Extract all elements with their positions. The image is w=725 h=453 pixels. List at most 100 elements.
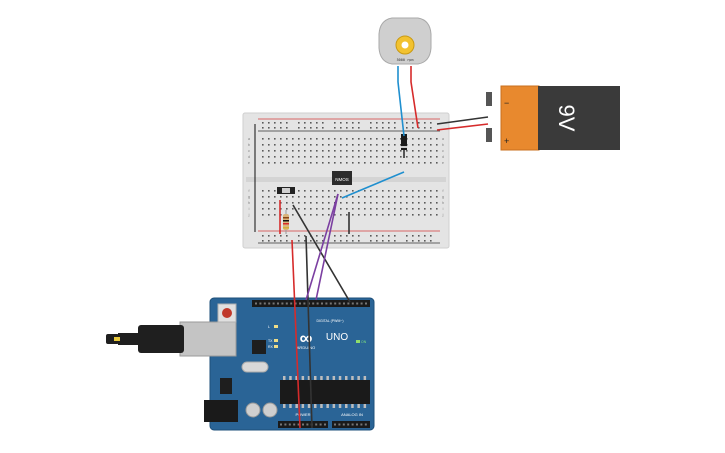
breadboard-hole[interactable] [262,208,264,210]
breadboard-hole[interactable] [370,240,372,242]
breadboard-hole[interactable] [274,144,276,146]
breadboard-hole[interactable] [418,202,420,204]
wire-motor-blue[interactable] [397,66,405,137]
breadboard-hole[interactable] [358,196,360,198]
breadboard-hole[interactable] [322,122,324,124]
breadboard-hole[interactable] [352,208,354,210]
breadboard-hole[interactable] [286,138,288,140]
breadboard-hole[interactable] [388,196,390,198]
breadboard-hole[interactable] [436,156,438,158]
header-pin[interactable] [288,423,291,426]
header-pin[interactable] [356,423,358,426]
breadboard-hole[interactable] [304,162,306,164]
breadboard-hole[interactable] [268,208,270,210]
breadboard-hole[interactable] [382,138,384,140]
breadboard-hole[interactable] [406,162,408,164]
breadboard-hole[interactable] [340,196,342,198]
breadboard-hole[interactable] [340,138,342,140]
wire-motor-red[interactable] [410,66,419,129]
header-pin[interactable] [280,423,282,426]
breadboard-hole[interactable] [400,202,402,204]
breadboard-hole[interactable] [298,240,300,242]
breadboard-hole[interactable] [358,138,360,140]
breadboard-hole[interactable] [304,214,306,216]
breadboard-hole[interactable] [376,150,378,152]
breadboard-hole[interactable] [286,235,288,237]
breadboard-hole[interactable] [310,122,312,124]
breadboard-hole[interactable] [310,196,312,198]
breadboard-hole[interactable] [364,156,366,158]
breadboard-hole[interactable] [388,150,390,152]
digital-header[interactable] [252,300,370,307]
breadboard-hole[interactable] [412,190,414,192]
breadboard-hole[interactable] [346,127,348,129]
breadboard-hole[interactable] [292,150,294,152]
breadboard-hole[interactable] [304,156,306,158]
breadboard-hole[interactable] [430,190,432,192]
breadboard-hole[interactable] [340,235,342,237]
breadboard-hole[interactable] [298,127,300,129]
breadboard-hole[interactable] [304,235,306,237]
breadboard-hole[interactable] [406,235,408,237]
breadboard-hole[interactable] [292,214,294,216]
breadboard-hole[interactable] [400,208,402,210]
breadboard-hole[interactable] [382,240,384,242]
breadboard-hole[interactable] [322,150,324,152]
breadboard-hole[interactable] [328,162,330,164]
breadboard-hole[interactable] [280,196,282,198]
breadboard-hole[interactable] [340,150,342,152]
breadboard-hole[interactable] [370,235,372,237]
breadboard-hole[interactable] [340,122,342,124]
header-pin[interactable] [263,302,266,305]
breadboard-hole[interactable] [268,162,270,164]
breadboard-hole[interactable] [346,214,348,216]
header-pin[interactable] [293,423,296,426]
breadboard-hole[interactable] [388,122,390,124]
wire-5v-red[interactable] [291,239,301,429]
breadboard-hole[interactable] [400,138,402,140]
breadboard-hole[interactable] [382,150,384,152]
breadboard-hole[interactable] [352,202,354,204]
breadboard-hole[interactable] [286,150,288,152]
breadboard-hole[interactable] [412,240,414,242]
breadboard-hole[interactable] [424,235,426,237]
header-pin[interactable] [306,423,309,426]
breadboard-hole[interactable] [316,162,318,164]
breadboard-hole[interactable] [322,202,324,204]
breadboard-hole[interactable] [424,150,426,152]
breadboard-hole[interactable] [400,214,402,216]
breadboard-hole[interactable] [412,138,414,140]
breadboard-hole[interactable] [394,202,396,204]
breadboard-hole[interactable] [274,196,276,198]
breadboard-hole[interactable] [388,144,390,146]
breadboard-hole[interactable] [394,196,396,198]
breadboard-hole[interactable] [388,214,390,216]
header-pin[interactable] [365,302,367,305]
breadboard-hole[interactable] [364,190,366,192]
breadboard-hole[interactable] [436,150,438,152]
breadboard-hole[interactable] [346,240,348,242]
breadboard-hole[interactable] [316,214,318,216]
breadboard-hole[interactable] [340,127,342,129]
breadboard-hole[interactable] [406,127,408,129]
breadboard-hole[interactable] [418,122,420,124]
breadboard-hole[interactable] [400,162,402,164]
breadboard-hole[interactable] [262,156,264,158]
breadboard-hole[interactable] [286,144,288,146]
header-pin[interactable] [325,302,328,305]
breadboard-hole[interactable] [418,208,420,210]
analog-header[interactable] [332,421,370,428]
breadboard-hole[interactable] [328,150,330,152]
breadboard-hole[interactable] [274,202,276,204]
breadboard-hole[interactable] [358,235,360,237]
breadboard-hole[interactable] [280,150,282,152]
breadboard-hole[interactable] [418,150,420,152]
breadboard-hole[interactable] [268,202,270,204]
breadboard-hole[interactable] [436,162,438,164]
breadboard-hole[interactable] [376,208,378,210]
breadboard-hole[interactable] [334,144,336,146]
breadboard-hole[interactable] [262,138,264,140]
breadboard-hole[interactable] [298,190,300,192]
breadboard-hole[interactable] [358,127,360,129]
breadboard-hole[interactable] [376,240,378,242]
